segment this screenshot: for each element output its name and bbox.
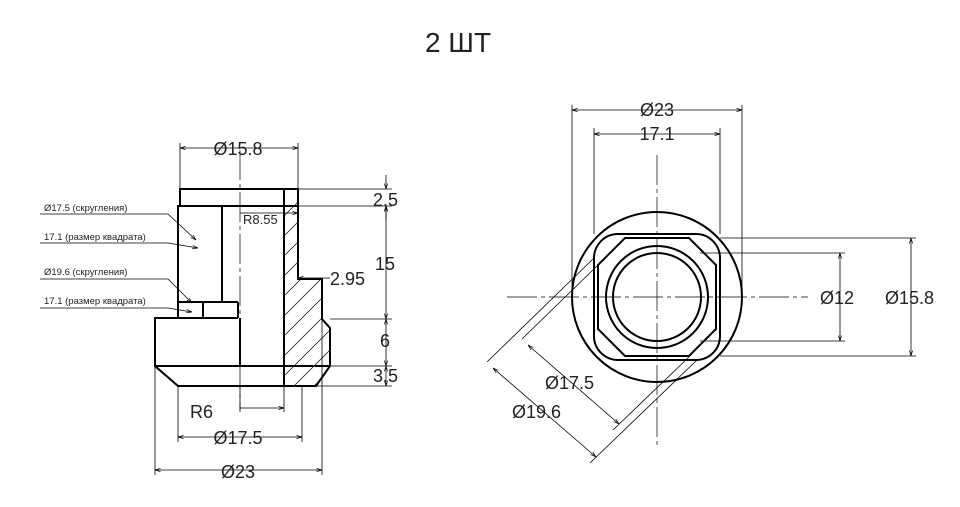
dim-h-chamfer: 3.5 [373,366,398,386]
dim-wall: 2.95 [330,269,365,289]
dim-h-top: 2.5 [373,190,398,210]
dim-bore: Ø12 [820,288,854,308]
note-round-175: Ø17.5 (скругления) [44,203,127,214]
dim-top-diameter: Ø15.8 [213,139,262,159]
section-hatch [284,189,330,386]
dim-outer-diameter: Ø23 [640,100,674,120]
dim-bottom-inner-diameter: Ø17.5 [213,428,262,448]
dim-round-small: Ø17.5 [545,373,594,393]
dim-bottom-outer-diameter: Ø23 [221,462,255,482]
note-round-196: Ø19.6 (скругления) [44,267,127,278]
dim-round-large: Ø19.6 [512,402,561,422]
note-square-171-b: 17.1 (размер квадрата) [44,296,146,307]
top-view: Ø23 17.1 Ø12 Ø15.8 Ø17.5 Ø19.6 [486,100,934,464]
drawing-title: 2 ШТ [425,27,491,58]
dim-radius-bottom: R6 [190,402,213,422]
dim-hex-diameter: Ø15.8 [885,288,934,308]
dim-radius-top: R8.55 [243,212,278,227]
side-view: Ø15.8 2.5 15 6 3.5 R8.55 2.95 R6 Ø17.5 [40,139,398,482]
dim-h-flange: 6 [380,331,390,351]
dim-h-mid: 15 [375,254,395,274]
note-square-171-a: 17.1 (размер квадрата) [44,232,146,243]
dim-square: 17.1 [639,124,674,144]
